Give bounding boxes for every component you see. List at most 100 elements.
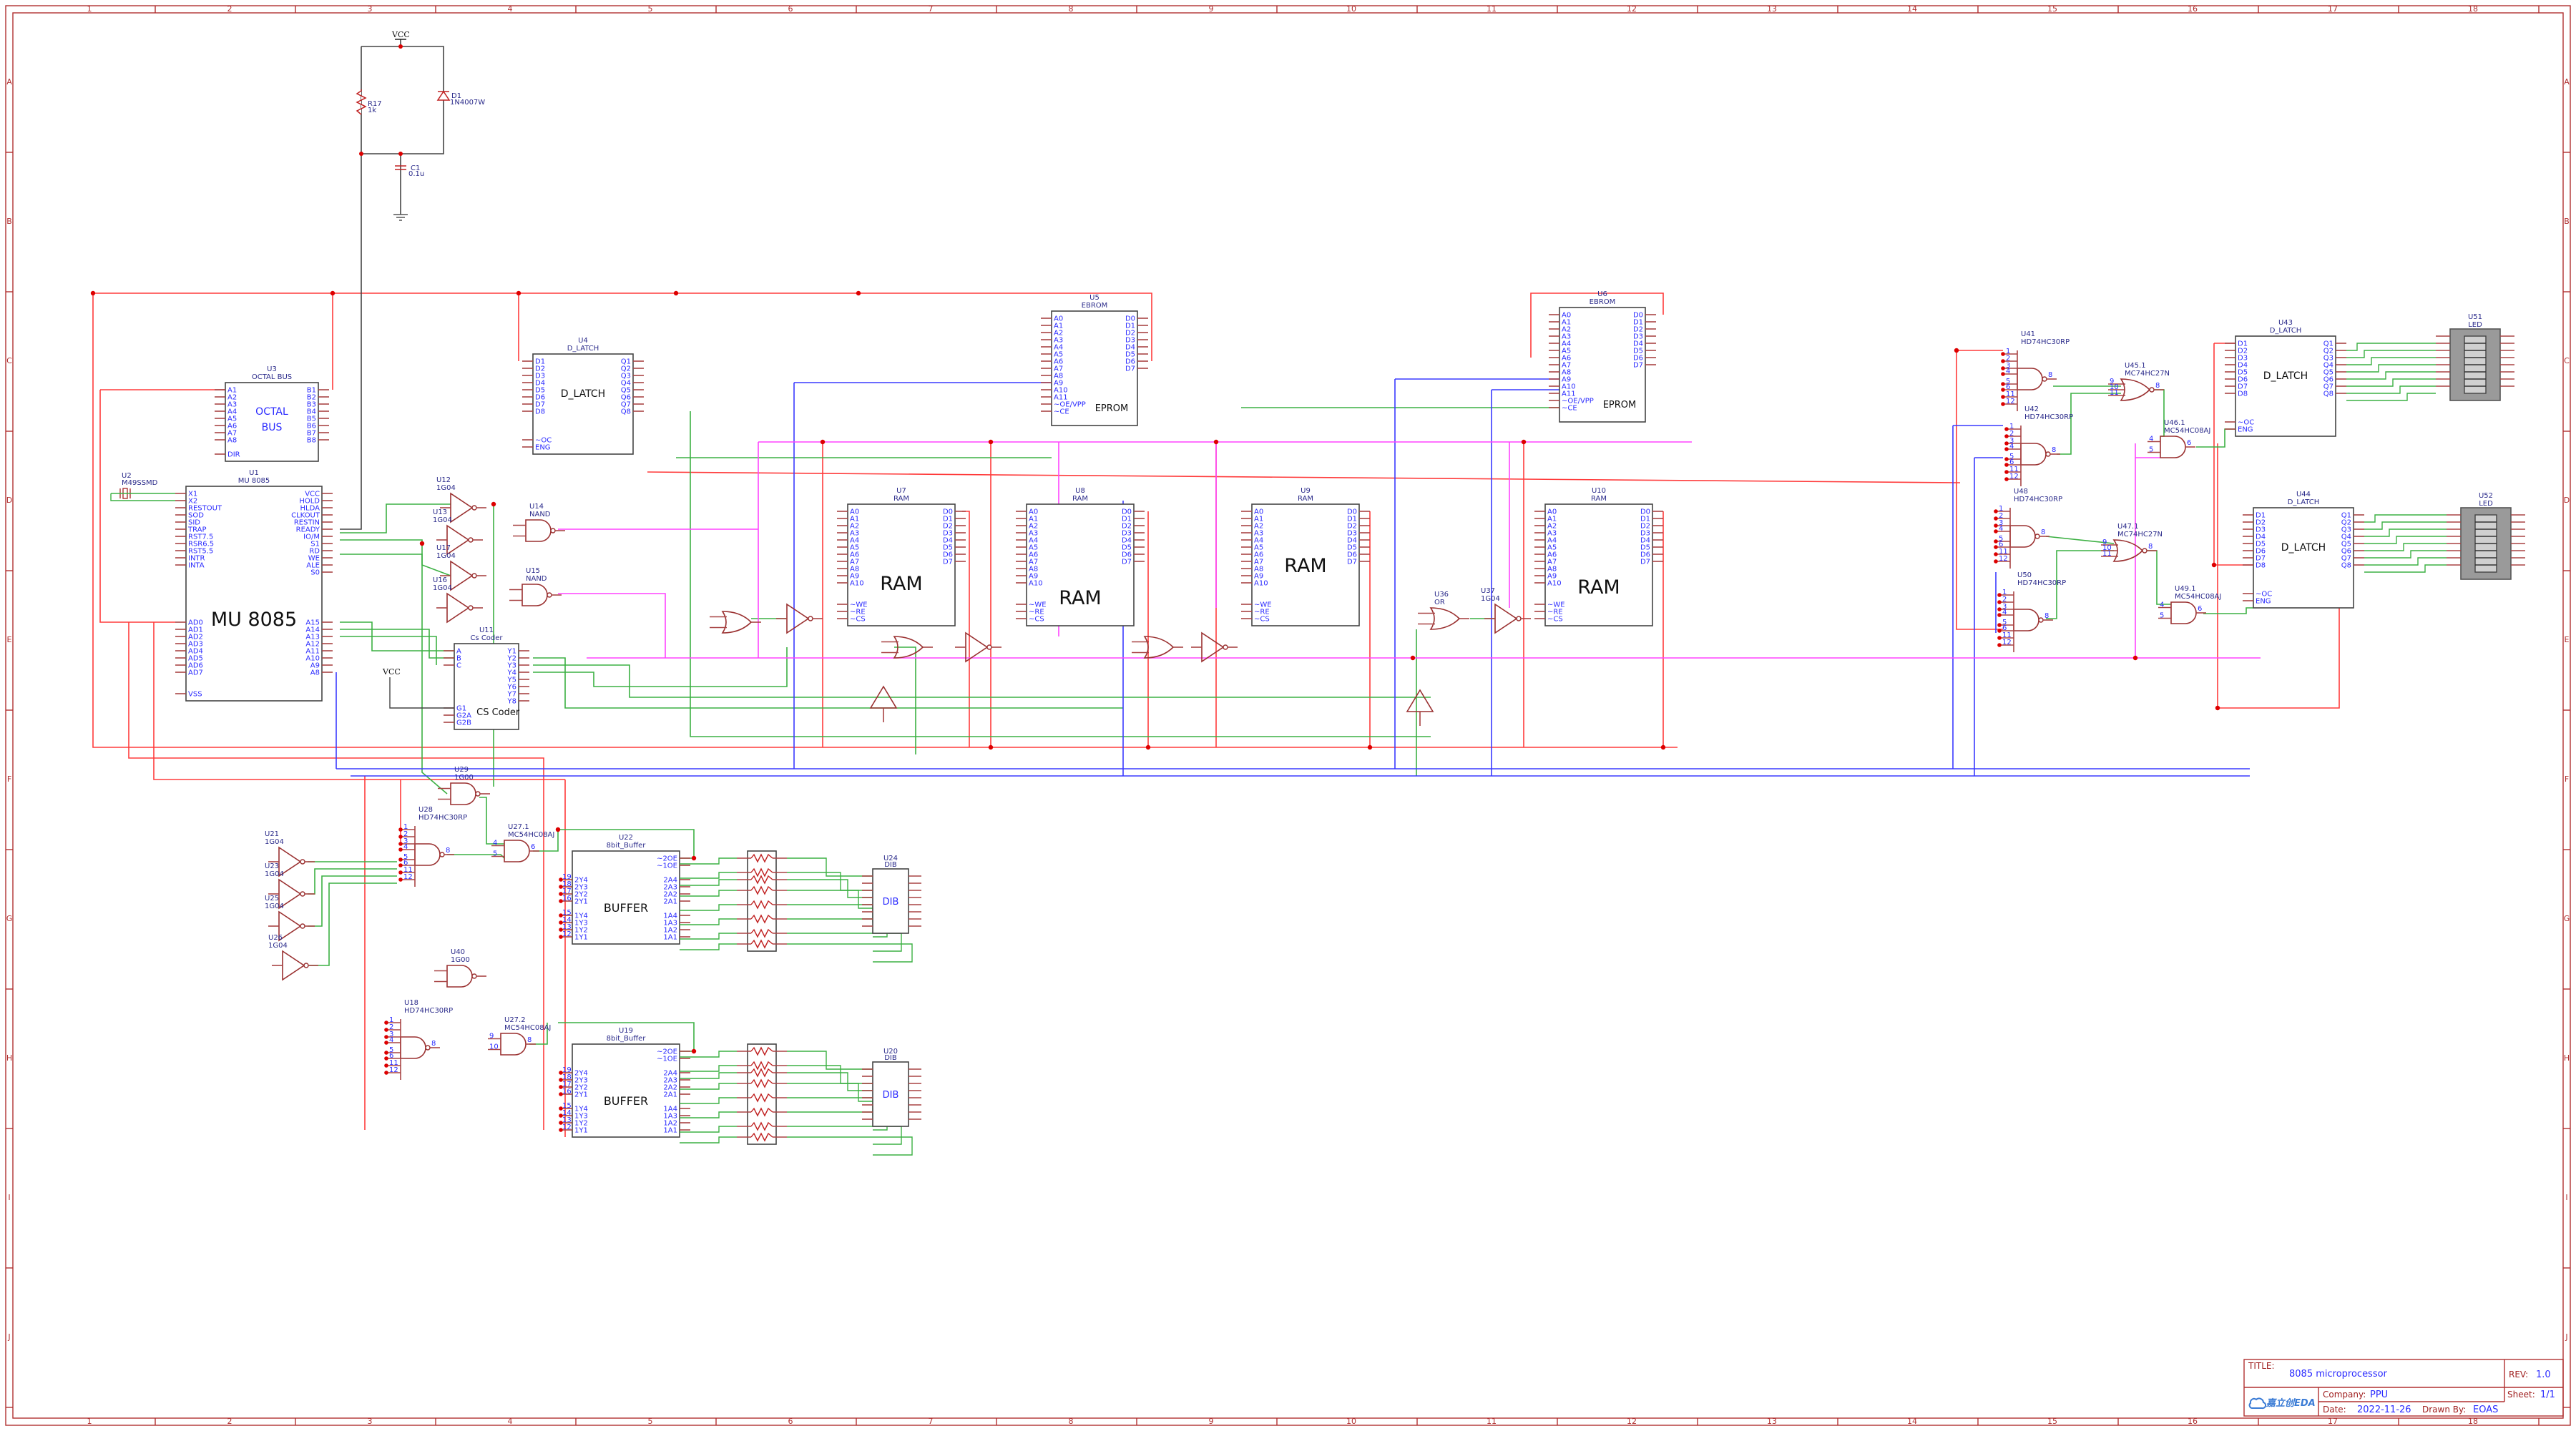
pin-label: Q3	[621, 373, 631, 380]
pin-number: 10	[2102, 544, 2112, 552]
junction-dot	[2004, 434, 2009, 438]
wire	[680, 1072, 737, 1079]
junction-dot	[1997, 623, 2002, 627]
wire	[2217, 443, 2340, 709]
ruler-row-label: B	[6, 217, 12, 226]
ruler-column-label: 1	[87, 4, 92, 14]
wire	[2346, 393, 2436, 401]
junction-dot	[1994, 509, 1998, 513]
pin-label: 1A2	[663, 1120, 677, 1128]
pin-number: 4	[2002, 609, 2007, 616]
gate-unlabeled	[776, 603, 823, 634]
wire	[2346, 364, 2436, 373]
resistor-icon	[356, 89, 367, 115]
pin-label: A1	[1054, 323, 1063, 330]
junction-dot	[2001, 402, 2005, 406]
pin-label: D6	[1125, 358, 1135, 366]
pin-label: A2	[1254, 523, 1263, 531]
ruler-row-label: H	[2564, 1053, 2570, 1063]
pin-label: Y1	[507, 648, 516, 656]
pin-number: 6	[403, 859, 408, 867]
junction-dot	[398, 152, 403, 156]
pin-label: 1Y4	[574, 1106, 588, 1113]
pin-label: B2	[307, 394, 316, 402]
wire	[340, 154, 362, 530]
wire	[361, 46, 444, 154]
inverter-icon	[450, 560, 474, 591]
ruler-row-label: D	[6, 496, 12, 505]
component-ref: U1	[249, 469, 259, 477]
wire	[2364, 550, 2447, 559]
gate-ref: U25	[265, 895, 279, 903]
pin-label: A9	[1054, 380, 1063, 388]
pin-number: 13	[562, 923, 572, 931]
pin-number: 10	[2110, 383, 2119, 391]
nand8-gate-icon	[2020, 443, 2047, 466]
pin-label: D3	[1122, 530, 1132, 538]
gate-value: NAND	[529, 511, 551, 518]
sheet-label: Sheet:	[2507, 1390, 2535, 1400]
junction-dot	[1997, 593, 2002, 597]
junction-dot	[2004, 447, 2009, 451]
component-body-text: RAM	[1059, 587, 1101, 609]
component-body	[1251, 503, 1360, 626]
wire	[680, 933, 737, 940]
pin-number: 6	[2002, 624, 2007, 632]
pin-label: ~WE	[1547, 601, 1565, 609]
wire	[2346, 350, 2436, 358]
component-value: MU 8085	[238, 477, 270, 485]
junction-dot	[1994, 552, 1998, 556]
gate-value: HD74HC30RP	[2021, 338, 2070, 346]
component-body-text: RAM	[1577, 576, 1620, 599]
pin-label: DIR	[227, 451, 240, 459]
pin-number: 16	[562, 895, 572, 903]
junction-dot	[1410, 655, 1416, 661]
pin-label: 2A4	[663, 1070, 677, 1078]
pin-label: RST5.5	[188, 548, 213, 556]
pin-label: Q5	[2341, 541, 2351, 549]
pin-label: D5	[1125, 351, 1135, 359]
pin-label: B6	[307, 423, 316, 431]
wire	[787, 904, 873, 923]
inversion-bubble	[2149, 387, 2155, 393]
pin-label: 2Y3	[574, 884, 588, 892]
pin-label: A6	[227, 423, 237, 431]
component-ref: U5	[1089, 294, 1100, 302]
pin-label: 2A1	[663, 898, 677, 906]
inversion-bubble	[468, 605, 474, 611]
pin-label: A7	[850, 559, 859, 566]
pin-label: READY	[296, 526, 320, 534]
pin-label: A3	[1054, 337, 1063, 345]
pin-label: A3	[227, 401, 237, 409]
pin-label: ENG	[2238, 426, 2253, 434]
pin-label: D6	[1122, 551, 1132, 559]
ruler-column-label: 12	[1627, 4, 1637, 14]
pin-label: A1	[1562, 319, 1571, 327]
pin-label: 2Y4	[574, 1070, 588, 1078]
pin-label: A4	[1547, 537, 1557, 545]
pin-number: 9	[2110, 378, 2114, 385]
gate-value: MC54HC08AJ	[2164, 427, 2210, 435]
pin-label: ~1OE	[657, 862, 677, 870]
inversion-bubble	[471, 973, 477, 979]
pin-label: INTR	[188, 555, 205, 563]
d1-ref: D1	[451, 92, 461, 100]
pin-label: 1A4	[663, 913, 677, 920]
pin-label: A1	[227, 387, 237, 395]
pin-number: 6	[389, 1052, 393, 1060]
gate-ref: U17	[436, 544, 451, 552]
component-value: LED	[2479, 500, 2493, 508]
pin-label: Q8	[2323, 390, 2333, 398]
component-ref: U3	[267, 365, 277, 373]
component-body	[1559, 307, 1646, 423]
pin-label: D4	[535, 380, 545, 388]
wire	[2346, 343, 2436, 351]
junction-dot	[90, 290, 96, 296]
pin-label: A2	[1562, 326, 1571, 334]
gate-value: 1G00	[454, 774, 474, 782]
pin-label: A8	[1562, 369, 1571, 377]
ruler-row-label: D	[2564, 496, 2570, 505]
junction-dot	[559, 928, 563, 932]
